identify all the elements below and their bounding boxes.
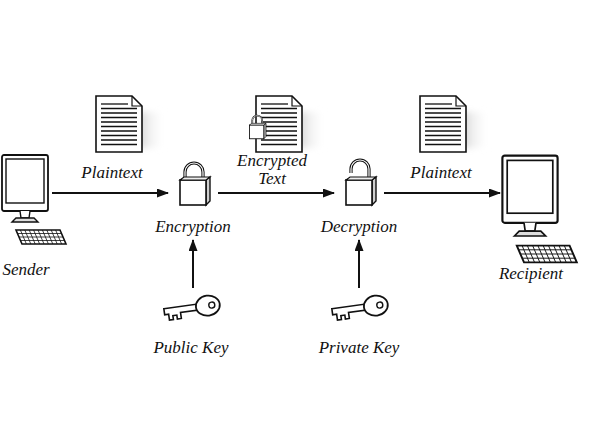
node-label: Public Key: [153, 338, 228, 358]
document-line: [425, 126, 461, 127]
node-label: Recipient: [499, 264, 563, 284]
node-label: Sender: [2, 260, 49, 280]
document-line: [425, 144, 461, 145]
document-line: [101, 126, 137, 127]
arrow-connector: [52, 192, 168, 194]
document-line: [261, 126, 297, 127]
document-line: [261, 117, 297, 118]
document-icon: [256, 96, 326, 152]
public-key-outline: [160, 288, 222, 330]
document-line: [261, 108, 297, 109]
computer-icon: [502, 156, 576, 263]
document-line: [425, 130, 461, 131]
key-icon: [163, 294, 221, 322]
document-line: [425, 139, 461, 140]
padlock: [180, 163, 210, 205]
document-fold: [292, 96, 302, 106]
private-key: Private Key: [328, 288, 390, 360]
document-line: [261, 130, 297, 131]
document-line: [425, 135, 461, 136]
encryption-lock-outline: [168, 160, 218, 208]
document-line: [425, 108, 461, 109]
node-label: Decryption: [321, 217, 397, 237]
arrow-connector: [358, 240, 360, 288]
sender-computer-outline: [0, 152, 52, 248]
document-line: [101, 144, 137, 145]
padlock: [250, 116, 267, 139]
document-line: [101, 139, 137, 140]
document-line: [101, 112, 137, 113]
arrow-connector: [384, 192, 500, 194]
computer-icon: [2, 155, 66, 244]
document-fold: [456, 96, 466, 106]
document-line: [101, 117, 137, 118]
node-label: Encryption: [155, 217, 231, 237]
arrow-connector: [192, 240, 194, 288]
decryption-lock-outline: [334, 160, 384, 208]
document-line: [101, 121, 137, 122]
recipient-computer-outline: [500, 152, 562, 252]
document-line: [261, 112, 297, 113]
document-sheet: [420, 96, 466, 152]
encryption-lock: Encryption: [168, 160, 218, 240]
document-line: [101, 103, 128, 104]
document-sheet: [96, 96, 142, 152]
open-padlock: [346, 160, 376, 205]
document-line: [101, 135, 137, 136]
document-line: [425, 117, 461, 118]
sender-computer: Sender: [0, 152, 52, 280]
document-line: [261, 103, 288, 104]
document-line: [261, 121, 297, 122]
document-icon: [96, 96, 166, 152]
document-line: [101, 108, 137, 109]
private-key-outline: [328, 288, 390, 330]
document-line: [101, 130, 137, 131]
recipient-computer: Recipient: [500, 152, 562, 284]
arrow-connector: [218, 192, 334, 194]
edge-label: Encrypted Text: [232, 152, 312, 188]
key-icon: [331, 294, 389, 322]
document-line: [261, 135, 297, 136]
document-icon: [420, 96, 490, 152]
public-key: Public Key: [160, 288, 222, 360]
node-label: Private Key: [319, 338, 400, 358]
decryption-lock: Decryption: [334, 160, 384, 240]
document-line: [425, 103, 452, 104]
document-line: [261, 144, 297, 145]
edge-label: Plaintext: [391, 164, 491, 182]
document-fold: [132, 96, 142, 106]
document-line: [425, 112, 461, 113]
document-line: [425, 121, 461, 122]
edge-label: Plaintext: [62, 164, 162, 182]
document-line: [261, 139, 297, 140]
